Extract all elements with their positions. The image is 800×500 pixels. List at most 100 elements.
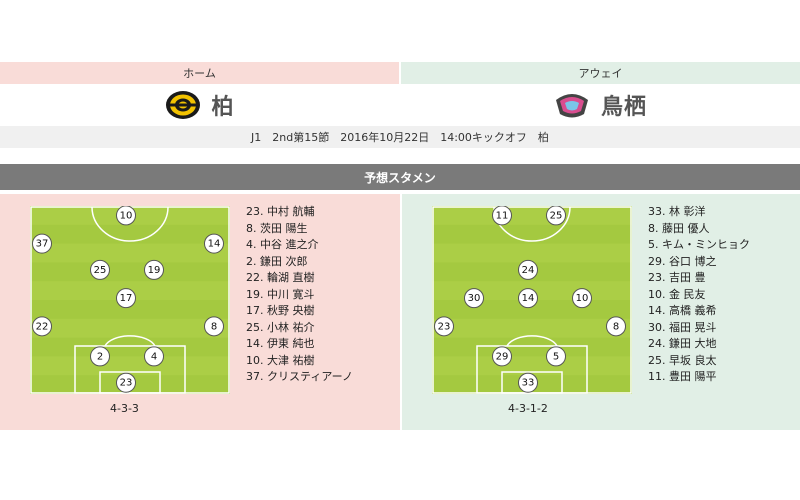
player-circle bbox=[116, 372, 136, 393]
pitch-stripe bbox=[432, 356, 632, 376]
roster-entry: 17. 秋野 央樹 bbox=[246, 304, 315, 317]
roster-entry: 10. 金 民友 bbox=[648, 287, 706, 301]
player-number: 2 bbox=[97, 351, 103, 362]
player-number: 8 bbox=[211, 321, 217, 332]
roster-entry: 14. 高橋 義希 bbox=[648, 304, 717, 317]
player-circle bbox=[492, 346, 512, 367]
away-team: 鳥栖 bbox=[400, 84, 800, 126]
pitch-stripe bbox=[432, 206, 632, 225]
player-circle bbox=[492, 206, 512, 226]
player-marker: 2 bbox=[90, 346, 110, 367]
player-number: 4 bbox=[151, 351, 157, 362]
kashiwa-emblem-icon bbox=[166, 91, 201, 119]
player-marker: 37 bbox=[32, 233, 52, 254]
player-number: 30 bbox=[468, 293, 481, 304]
roster-entry: 8. 茨田 陽生 bbox=[246, 221, 308, 235]
player-marker: 23 bbox=[116, 372, 136, 393]
player-number: 23 bbox=[120, 378, 133, 389]
player-marker: 23 bbox=[434, 316, 454, 337]
roster-entry: 11. 豊田 陽平 bbox=[648, 370, 717, 383]
match-info: J1 2nd第15節 2016年10月22日 14:00キックオフ 柏 bbox=[0, 126, 800, 148]
tosu-emblem-icon bbox=[555, 94, 588, 118]
player-circle bbox=[144, 346, 164, 367]
player-marker: 4 bbox=[144, 346, 164, 367]
player-number: 14 bbox=[522, 293, 535, 304]
home-label: ホーム bbox=[0, 62, 399, 84]
player-marker: 10 bbox=[572, 288, 592, 309]
player-number: 29 bbox=[496, 351, 509, 362]
team-side-labels: ホーム アウェイ bbox=[0, 62, 800, 84]
player-number: 11 bbox=[496, 210, 509, 221]
pitch-line bbox=[501, 371, 563, 394]
pitch-line bbox=[506, 335, 558, 347]
player-number: 10 bbox=[120, 210, 133, 221]
pitch-stripe bbox=[30, 243, 230, 263]
player-marker: 11 bbox=[492, 206, 512, 226]
team-header: 柏 鳥栖 bbox=[0, 84, 800, 126]
player-circle bbox=[572, 288, 592, 309]
player-circle bbox=[32, 233, 52, 254]
player-number: 10 bbox=[576, 293, 589, 304]
player-circle bbox=[204, 316, 224, 337]
roster-entry: 2. 鎌田 次郎 bbox=[246, 254, 308, 268]
player-number: 24 bbox=[522, 265, 535, 276]
home-formation: 4-3-3 bbox=[110, 402, 139, 415]
away-label: アウェイ bbox=[401, 62, 800, 84]
player-marker: 29 bbox=[492, 346, 512, 367]
player-circle bbox=[546, 346, 566, 367]
player-circle bbox=[464, 288, 484, 309]
player-marker: 25 bbox=[546, 206, 566, 226]
roster-entry: 25. 小林 祐介 bbox=[246, 320, 315, 334]
player-circle bbox=[144, 259, 164, 280]
home-team-name: 柏 bbox=[211, 95, 235, 120]
player-marker: 25 bbox=[90, 259, 110, 280]
roster-entry: 29. 谷口 博之 bbox=[648, 254, 717, 268]
player-marker: 30 bbox=[464, 288, 484, 309]
pitch-line bbox=[99, 371, 161, 394]
player-circle bbox=[32, 316, 52, 337]
player-number: 23 bbox=[438, 321, 451, 332]
player-circle bbox=[518, 288, 538, 309]
player-circle bbox=[518, 259, 538, 280]
player-number: 25 bbox=[550, 210, 563, 221]
away-team-name: 鳥栖 bbox=[600, 95, 647, 120]
player-marker: 14 bbox=[204, 233, 224, 254]
player-number: 19 bbox=[148, 265, 161, 276]
roster-entry: 30. 福田 晃斗 bbox=[648, 320, 717, 334]
player-circle bbox=[90, 346, 110, 367]
pitch-stripe bbox=[432, 243, 632, 263]
player-marker: 33 bbox=[518, 372, 538, 393]
player-marker: 17 bbox=[116, 288, 136, 309]
roster-entry: 23. 吉田 豊 bbox=[648, 271, 706, 284]
away-pitch: 11 25 24 30 14 10 23 8 29 5 33 bbox=[432, 206, 632, 394]
player-marker: 10 bbox=[116, 206, 136, 226]
player-circle bbox=[434, 316, 454, 337]
player-circle bbox=[116, 288, 136, 309]
roster-entry: 37. クリスティアーノ bbox=[246, 370, 354, 383]
player-circle bbox=[116, 206, 136, 226]
player-number: 8 bbox=[613, 321, 619, 332]
home-team: 柏 bbox=[0, 84, 400, 126]
roster-entry: 25. 早坂 良太 bbox=[648, 353, 717, 367]
player-number: 33 bbox=[522, 378, 535, 389]
player-marker: 5 bbox=[546, 346, 566, 367]
pitch-line bbox=[104, 335, 156, 347]
player-marker: 8 bbox=[606, 316, 626, 337]
player-circle bbox=[90, 259, 110, 280]
roster-entry: 10. 大津 祐樹 bbox=[246, 353, 315, 367]
away-formation: 4-3-1-2 bbox=[508, 402, 548, 415]
section-title: 予想スタメン bbox=[0, 164, 800, 190]
pitch-line bbox=[91, 206, 169, 242]
pitch-stripe bbox=[432, 318, 632, 338]
player-marker: 14 bbox=[518, 288, 538, 309]
roster-entry: 33. 林 彰洋 bbox=[648, 205, 706, 218]
player-circle bbox=[204, 233, 224, 254]
player-number: 37 bbox=[36, 239, 49, 250]
player-marker: 8 bbox=[204, 316, 224, 337]
player-circle bbox=[518, 372, 538, 393]
roster-entry: 24. 鎌田 大地 bbox=[648, 337, 717, 350]
player-number: 17 bbox=[120, 293, 133, 304]
